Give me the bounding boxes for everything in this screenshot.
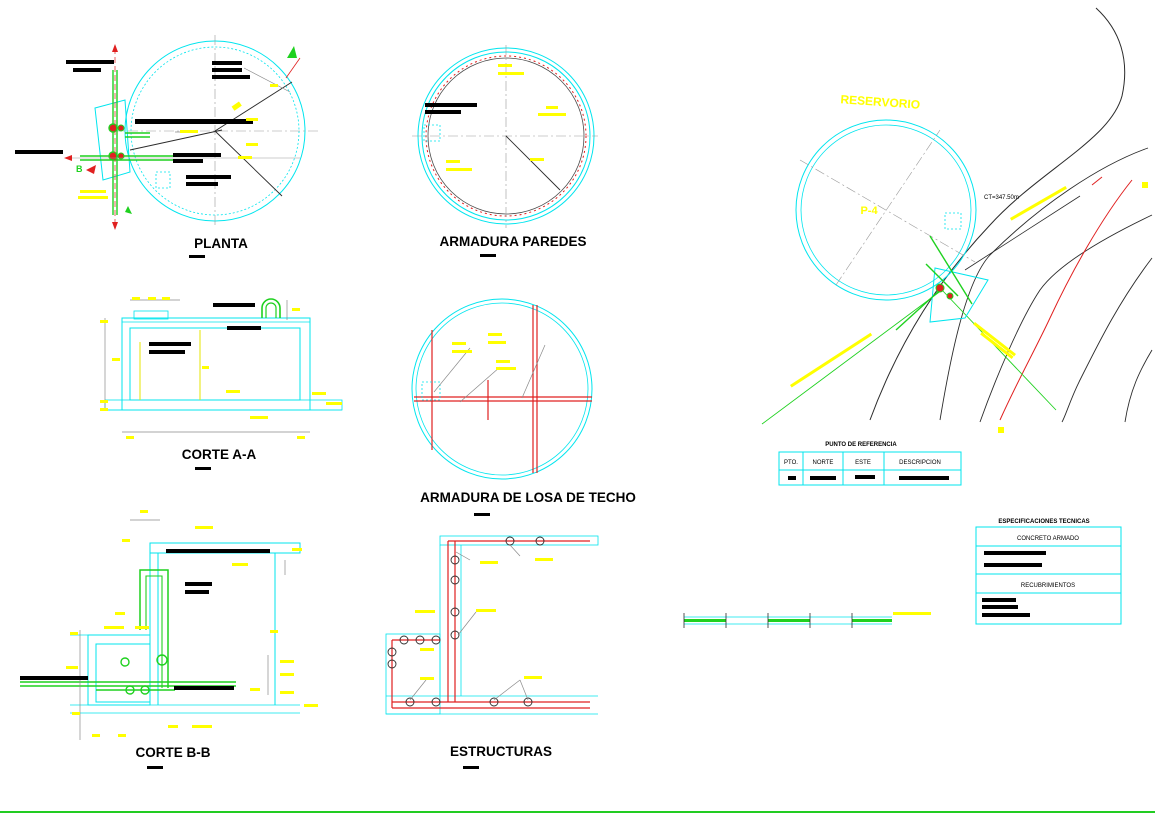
roof-slab-outline [411,298,593,480]
site-plan: RESERVORIO P-4 CT=347.50m [761,7,1153,433]
concrete-header: CONCRETO ARMADO [1017,536,1079,542]
title-armadura-losa: ARMADURA DE LOSA DE TECHO [420,490,636,505]
elevation-label: CT=347.50m [984,195,1019,201]
tank-id-label: P-4 [860,205,878,217]
contour-line [869,7,1126,421]
title-estructuras: ESTRUCTURAS [450,744,552,759]
tank-section-outline [121,317,311,411]
armadura-losa-view: ARMADURA DE LOSA DE TECHO [411,298,636,516]
planta-view: B PLANTA [15,35,318,258]
cover-header: RECUBRIMIENTOS [1021,583,1075,589]
access-line [761,289,943,425]
reservorio-label: RESERVORIO [840,92,921,112]
site-valve-box [929,267,989,323]
specifications-table: ESPECIFICACIONES TECNICAS CONCRETO ARMAD… [975,519,1122,625]
header-descripcion: DESCRIPCION [899,460,941,466]
redacted-label [66,60,114,64]
estructuras-view: ESTRUCTURAS [385,535,599,769]
property-boundary [999,179,1133,421]
section-b-arrow [86,165,96,174]
title-planta: PLANTA [194,236,248,251]
valve-symbol [108,151,118,161]
inlet-pipe [139,569,169,688]
corte-bb-view: CORTE B-B [20,510,318,769]
reservoir-plan-outline [795,119,977,301]
title-corte-aa: CORTE A-A [182,447,257,462]
reference-table-title: PUNTO DE REFERENCIA [825,442,897,448]
reference-point-table: PUNTO DE REFERENCIA PTO. NORTE ESTE DESC… [778,442,962,486]
armadura-paredes-view: ARMADURA PAREDES [412,45,598,257]
corte-aa-view: CORTE A-A [100,297,343,470]
valve-symbol [108,123,118,133]
specs-title: ESPECIFICACIONES TECNICAS [998,519,1089,525]
section-b-marker: B [76,164,83,174]
vent-pipe [261,298,281,318]
title-armadura-paredes: ARMADURA PAREDES [439,234,586,249]
header-norte: NORTE [813,460,834,466]
header-este: ESTE [855,460,871,466]
scale-bar [683,612,931,628]
section-a-arrow [287,46,297,58]
title-corte-bb: CORTE B-B [136,745,211,760]
header-pto: PTO. [784,460,798,466]
